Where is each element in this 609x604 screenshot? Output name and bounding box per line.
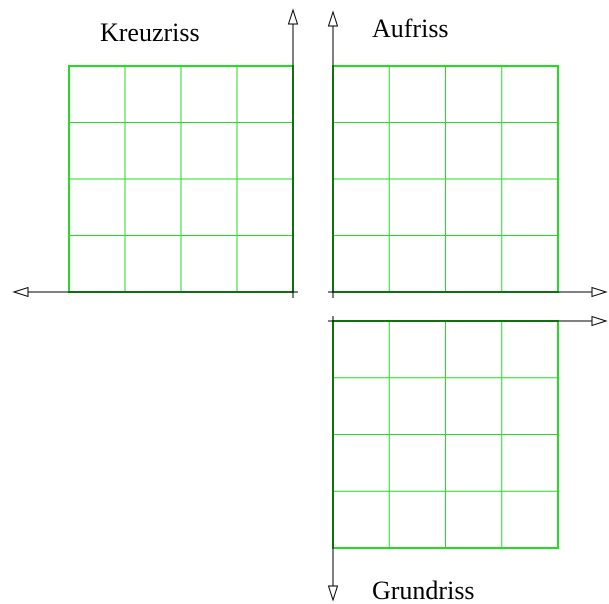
- kreuzriss-grid: [68, 65, 294, 293]
- kreuzriss-label: Kreuzriss: [100, 18, 200, 47]
- aufriss-axis-arrowhead-right-icon: [591, 286, 608, 298]
- kreuzriss-axis-arrowhead-left-icon: [12, 286, 29, 298]
- kreuzriss-axis-arrowhead-up-icon: [287, 8, 299, 25]
- aufriss-label: Aufriss: [372, 14, 449, 43]
- grundriss-label: Grundriss: [372, 576, 475, 604]
- aufriss-grid: [332, 65, 559, 293]
- aufriss-axis-arrowhead-up-icon: [327, 10, 339, 27]
- grundriss-axis-arrowhead-down-icon: [327, 585, 339, 602]
- projection-axes: [12, 8, 608, 602]
- grundriss-grid: [332, 320, 559, 549]
- grundriss-axis-arrowhead-right-icon: [591, 315, 608, 327]
